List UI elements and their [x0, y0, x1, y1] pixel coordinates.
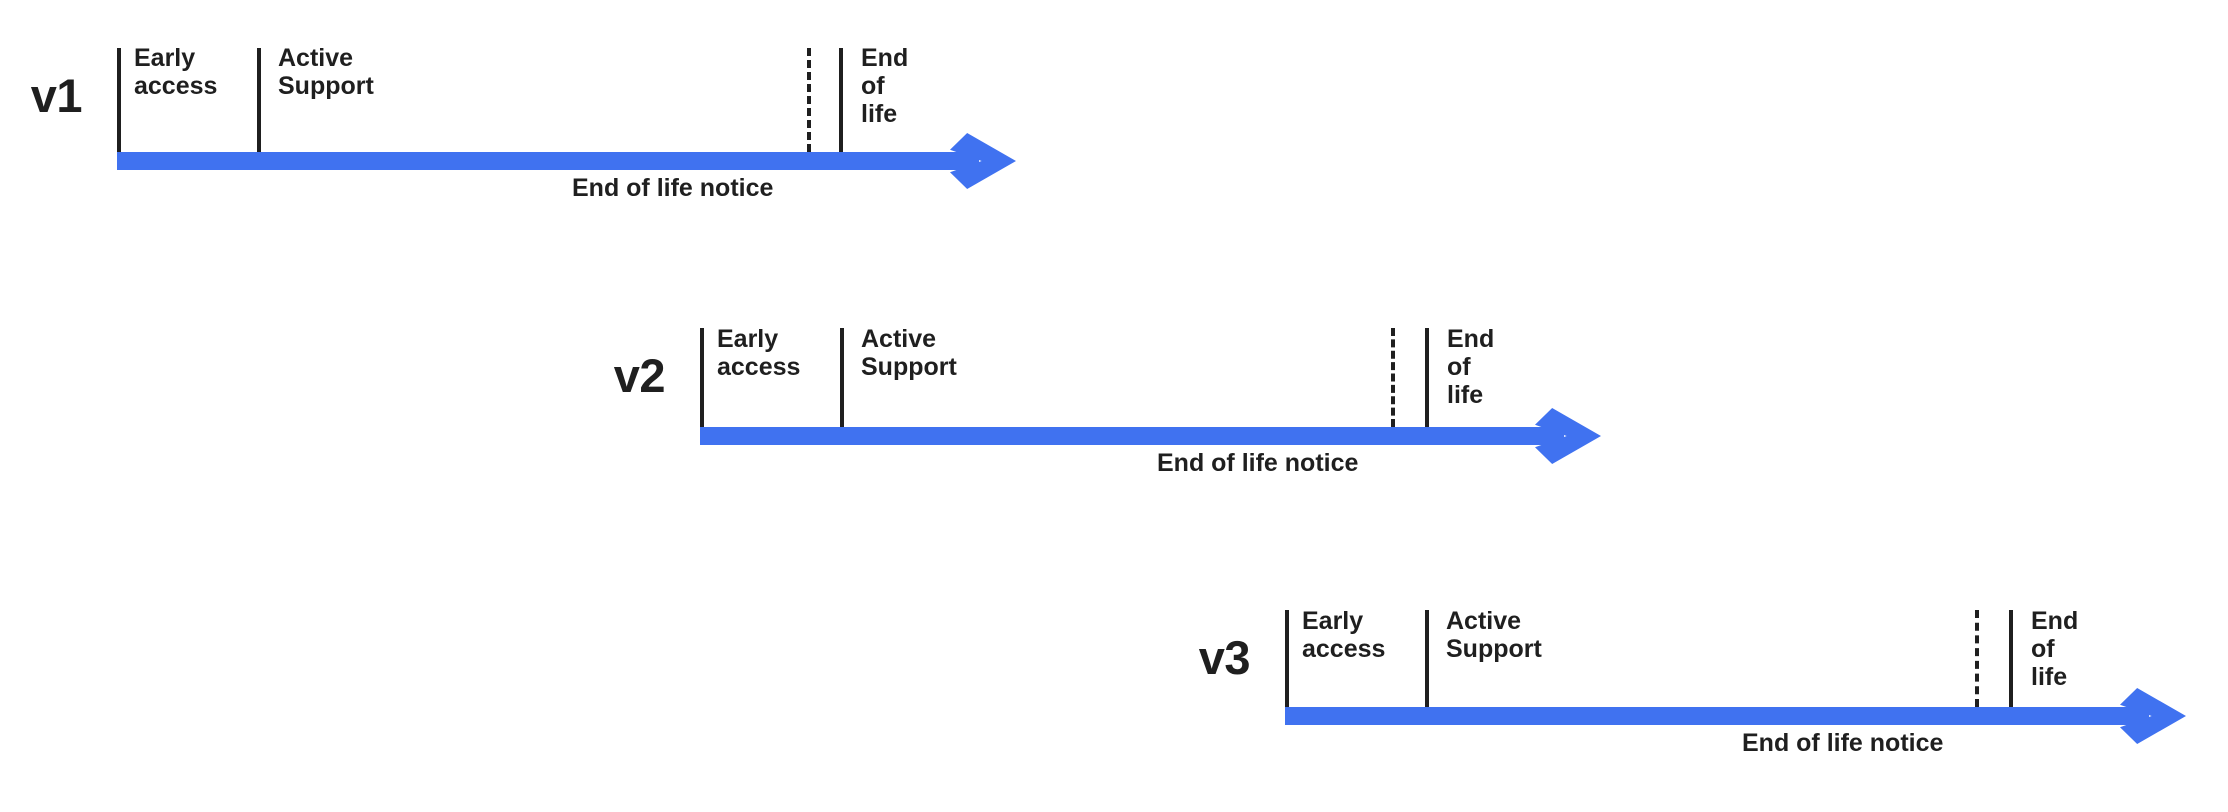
- end-of-life-notice-caption-v1: End of life notice: [572, 174, 774, 202]
- lifecycle-arrow-shaft-v2: [700, 427, 1564, 445]
- phase-label-end-of-life-v2: End of life: [1447, 325, 1495, 409]
- phase-divider-active-support-start-v1: [257, 48, 261, 152]
- phase-divider-active-support-start-v2: [840, 328, 844, 427]
- phase-divider-end-of-life-start-v3: [2009, 610, 2013, 707]
- end-of-life-notice-caption-v2: End of life notice: [1157, 449, 1359, 477]
- end-of-life-notice-caption-v3: End of life notice: [1742, 729, 1944, 757]
- phase-label-early-access-v2: Early access: [717, 325, 801, 381]
- version-label-v2: v2: [613, 349, 666, 402]
- phase-divider-early-access-start-v1: [117, 48, 121, 152]
- phase-divider-early-access-start-v3: [1285, 610, 1289, 707]
- phase-divider-active-support-start-v3: [1425, 610, 1429, 707]
- phase-label-early-access-v3: Early access: [1302, 607, 1386, 663]
- phase-divider-early-access-start-v2: [700, 328, 704, 427]
- lifecycle-arrow-shaft-v1: [117, 152, 979, 170]
- version-label-v1: v1: [30, 69, 83, 122]
- end-of-life-notice-marker-v2: [1391, 328, 1395, 427]
- version-label-v3: v3: [1198, 631, 1251, 684]
- phase-divider-end-of-life-start-v1: [839, 48, 843, 152]
- phase-label-active-support-v2: Active Support: [861, 325, 957, 381]
- end-of-life-notice-marker-v3: [1975, 610, 1979, 707]
- phase-divider-end-of-life-start-v2: [1425, 328, 1429, 427]
- phase-label-active-support-v1: Active Support: [278, 44, 374, 100]
- lifecycle-arrow-shaft-v3: [1285, 707, 2149, 725]
- phase-label-active-support-v3: Active Support: [1446, 607, 1542, 663]
- end-of-life-notice-marker-v1: [807, 48, 811, 152]
- phase-label-end-of-life-v1: End of life: [861, 44, 909, 128]
- phase-label-end-of-life-v3: End of life: [2031, 607, 2079, 691]
- phase-label-early-access-v1: Early access: [134, 44, 218, 100]
